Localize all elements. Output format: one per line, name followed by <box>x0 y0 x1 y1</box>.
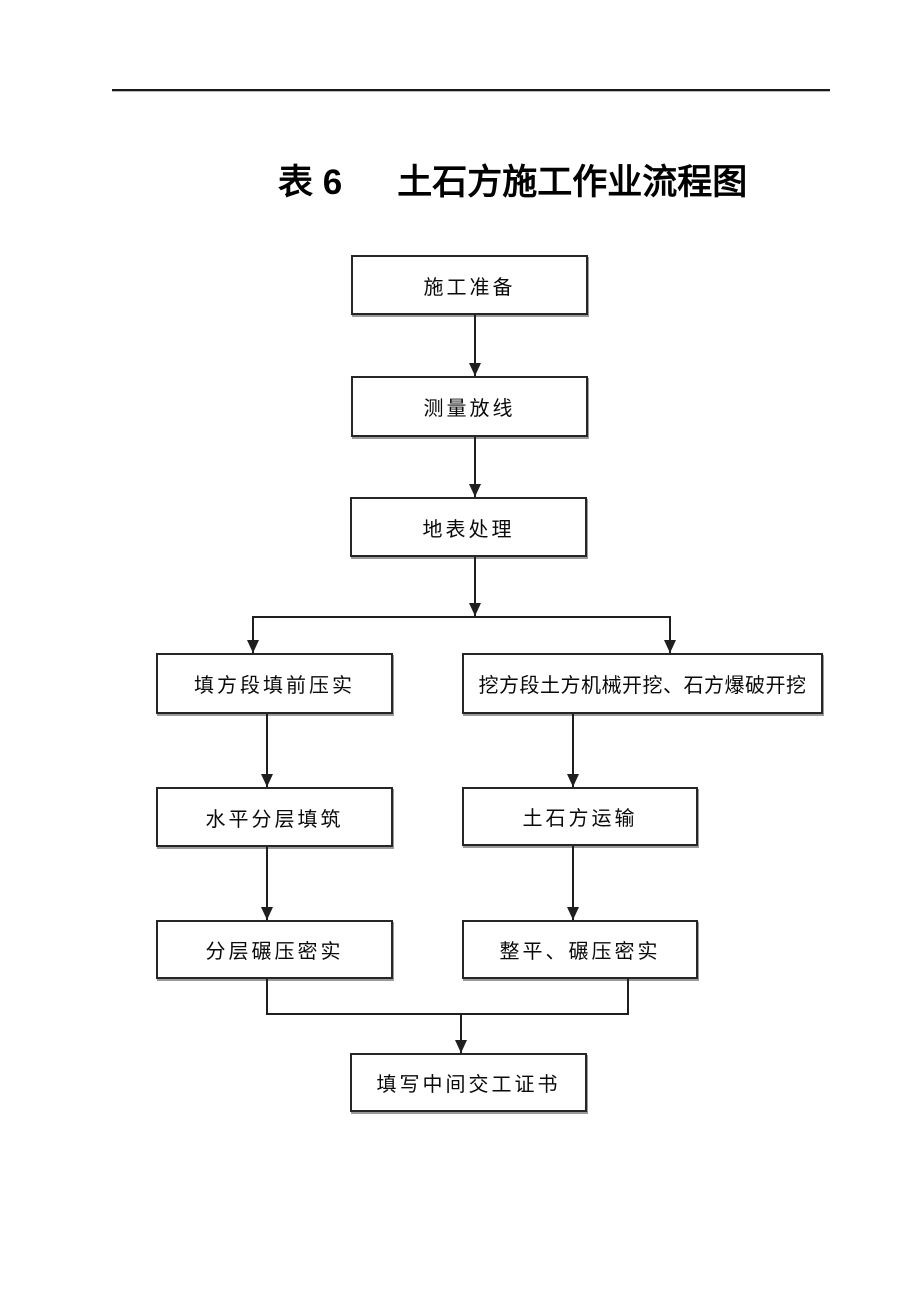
node-label: 填方段填前压实 <box>194 675 355 697</box>
branch-split-line <box>252 616 671 618</box>
flow-node-earthwork-transport: 土石方运输 <box>462 787 698 846</box>
flow-node-leveling-rolling: 整平、碾压密实 <box>462 920 698 979</box>
connector-line <box>572 846 574 920</box>
node-label: 土石方运输 <box>522 808 638 830</box>
branch-merge-line <box>266 1013 629 1015</box>
flow-node-construction-prep: 施工准备 <box>351 255 588 315</box>
connector-line <box>474 315 476 376</box>
connector-line <box>266 979 268 1015</box>
node-label: 填写中间交工证书 <box>376 1074 561 1096</box>
header-rule <box>112 89 830 92</box>
arrowhead-down-icon <box>261 774 273 787</box>
connector-line <box>266 847 268 920</box>
flow-node-excavation: 挖方段土方机械开挖、石方爆破开挖 <box>462 653 823 714</box>
arrowhead-down-icon <box>469 363 481 376</box>
node-label: 地表处理 <box>422 518 515 541</box>
node-label: 施工准备 <box>423 276 516 299</box>
arrowhead-down-icon <box>567 907 579 920</box>
flow-node-handover-certificate: 填写中间交工证书 <box>350 1053 587 1112</box>
arrowhead-down-icon <box>247 640 259 653</box>
flow-node-fill-precompaction: 填方段填前压实 <box>156 653 393 714</box>
connector-line <box>266 714 268 787</box>
flow-node-layered-rolling: 分层碾压密实 <box>156 920 393 979</box>
arrowhead-down-icon <box>469 484 481 497</box>
arrowhead-down-icon <box>261 907 273 920</box>
connector-line <box>460 1014 462 1053</box>
arrowhead-down-icon <box>455 1040 467 1053</box>
node-label: 测量放线 <box>423 398 516 420</box>
connector-line <box>669 617 671 653</box>
arrowhead-down-icon <box>469 603 481 616</box>
connector-line <box>627 979 629 1015</box>
node-label: 挖方段土方机械开挖、石方爆破开挖 <box>478 675 807 697</box>
node-label: 分层碾压密实 <box>205 941 344 963</box>
node-label: 水平分层填筑 <box>205 808 344 831</box>
arrowhead-down-icon <box>567 774 579 787</box>
table-number: 表 6 <box>278 163 343 202</box>
node-label: 整平、碾压密实 <box>499 941 661 963</box>
connector-line <box>474 557 476 617</box>
connector-line <box>252 617 254 653</box>
connector-line <box>474 437 476 497</box>
page-title: 表 6 土石方施工作业流程图 <box>278 163 747 203</box>
arrowhead-down-icon <box>664 640 676 653</box>
flow-node-layered-filling: 水平分层填筑 <box>156 787 393 847</box>
flow-node-survey-layout: 测量放线 <box>351 376 588 437</box>
flow-node-surface-treatment: 地表处理 <box>350 497 587 557</box>
connector-line <box>572 714 574 787</box>
title-text: 土石方施工作业流程图 <box>397 163 748 202</box>
